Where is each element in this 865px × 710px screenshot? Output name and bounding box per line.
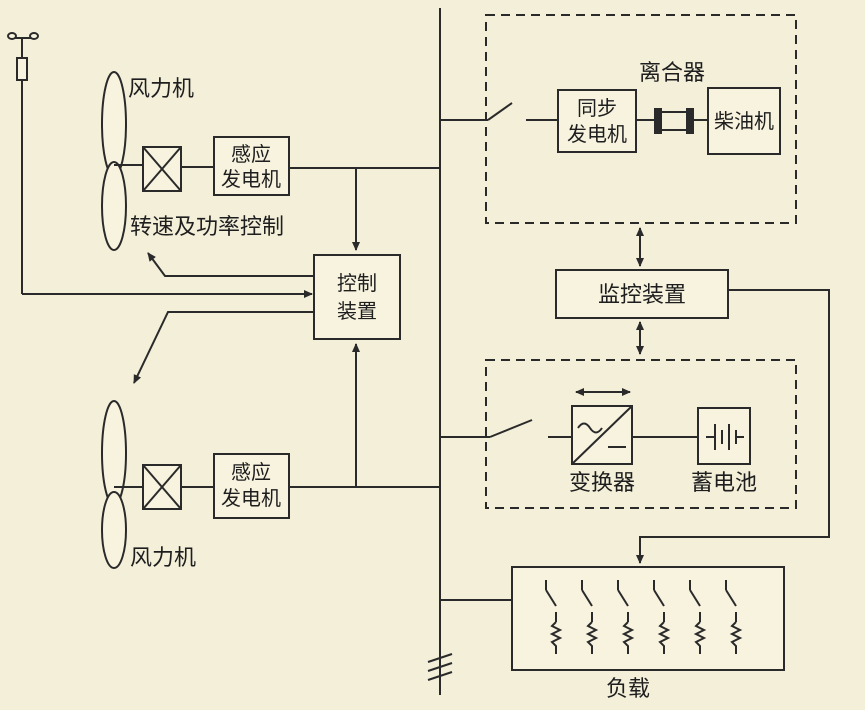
sync-generator-line1: 同步 <box>577 96 617 120</box>
induction-generator-top-line2: 发电机 <box>221 167 281 191</box>
diesel-engine-label: 柴油机 <box>714 109 774 133</box>
load-switch-6 <box>725 580 743 654</box>
induction-generator-top-line1: 感应 <box>231 142 271 166</box>
wind-turbine-top: 风力机 <box>101 71 194 251</box>
load-switch-3 <box>617 580 635 654</box>
clutch-icon <box>654 108 694 134</box>
induction-generator-bottom: 感应 发电机 <box>213 453 290 519</box>
induction-generator-bottom-line1: 感应 <box>231 460 271 484</box>
control-device-line2: 装置 <box>337 299 377 323</box>
switch-icon <box>440 419 572 438</box>
three-phase-mark-icon <box>427 653 453 681</box>
resistor-icon <box>657 621 671 654</box>
load-label: 负载 <box>606 677 650 702</box>
control-device: 控制 装置 <box>313 254 401 340</box>
monitoring-device-label: 监控装置 <box>598 283 686 308</box>
gearbox-icon <box>142 146 182 192</box>
monitoring-device: 监控装置 <box>555 269 729 319</box>
load-switch-1 <box>545 580 563 654</box>
wind-turbine-bottom-label: 风力机 <box>130 546 196 571</box>
switch-icon <box>440 102 558 121</box>
resistor-icon <box>621 621 635 654</box>
induction-generator-top: 感应 发电机 <box>213 136 290 196</box>
converter-label: 变换器 <box>569 471 635 496</box>
clutch-label: 离合器 <box>639 61 705 86</box>
storage-unit-group <box>485 359 797 509</box>
speed-power-control-label: 转速及功率控制 <box>130 215 284 240</box>
sync-generator: 同步 发电机 <box>557 89 637 153</box>
anemometer-icon <box>7 32 313 298</box>
battery-label: 蓄电池 <box>691 471 757 496</box>
load <box>511 566 785 671</box>
load-switch-4 <box>653 580 671 654</box>
control-device-line1: 控制 <box>337 271 377 295</box>
resistor-icon <box>729 621 743 654</box>
induction-generator-bottom-line2: 发电机 <box>221 486 281 510</box>
diesel-engine: 柴油机 <box>707 87 781 155</box>
resistor-icon <box>693 621 707 654</box>
wind-turbine-bottom: 风力机 <box>101 400 196 571</box>
sync-generator-line2: 发电机 <box>567 122 627 146</box>
wind-turbine-top-label: 风力机 <box>128 77 194 102</box>
load-switch-2 <box>581 580 599 654</box>
load-switch-5 <box>689 580 707 654</box>
gearbox-icon <box>142 464 182 510</box>
battery-icon <box>697 407 751 465</box>
ac-dc-converter-icon <box>571 405 633 465</box>
resistor-icon <box>585 621 599 654</box>
resistor-icon <box>549 621 563 654</box>
